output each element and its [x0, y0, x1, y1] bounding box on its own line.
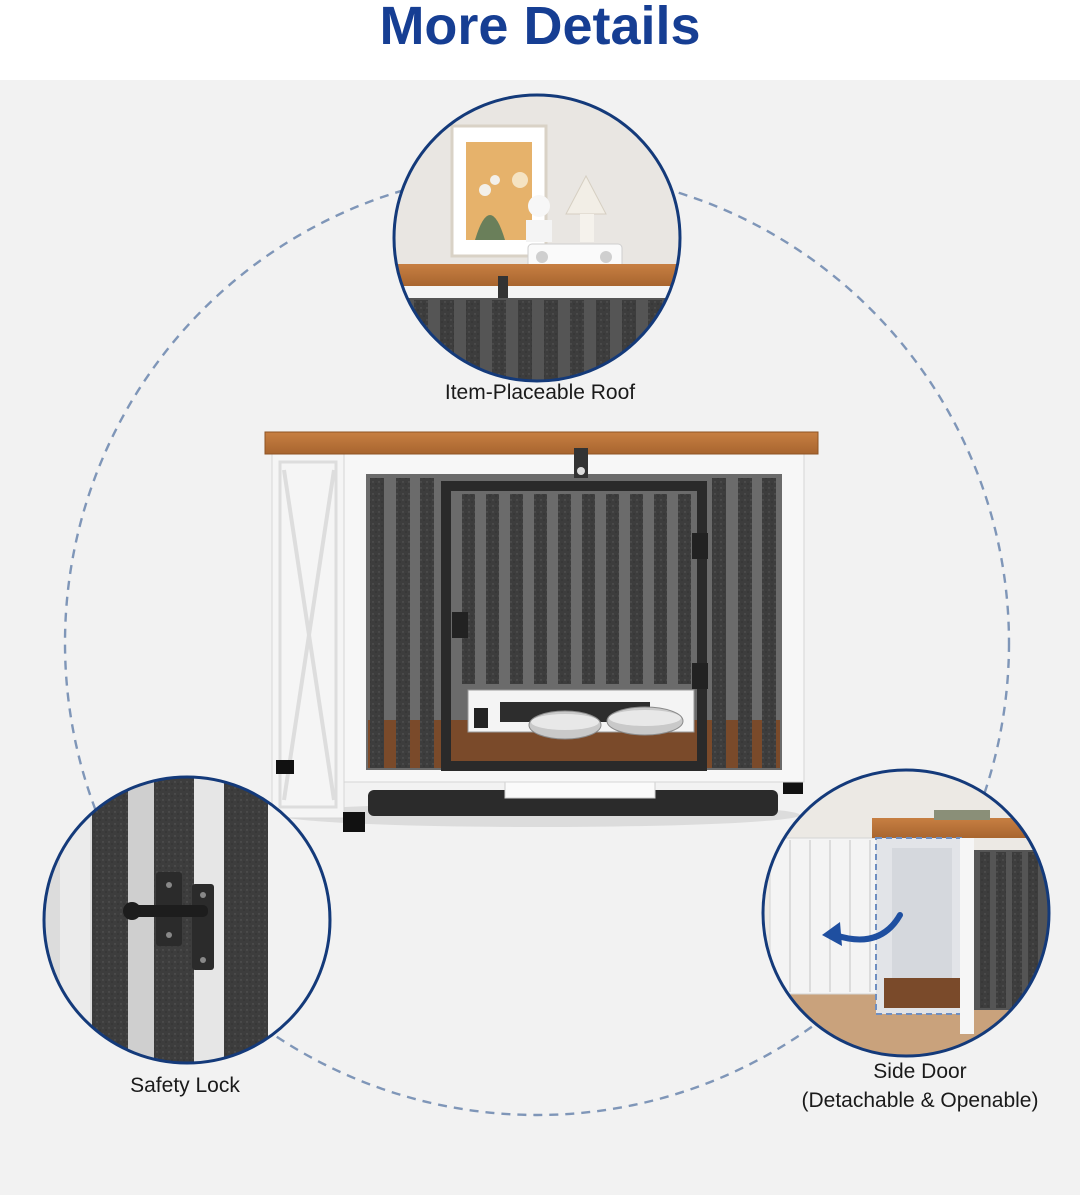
side-door-label-line1: Side Door	[873, 1060, 967, 1083]
page-title: More Details	[379, 0, 701, 56]
side-door-label-line2: (Detachable & Openable)	[801, 1089, 1039, 1112]
side-door-label: Side Door (Detachable & Openable)	[760, 1057, 1080, 1115]
safety-lock-label: Safety Lock	[130, 1074, 240, 1097]
roof-callout-image	[392, 93, 682, 383]
header-bar: More Details	[0, 0, 1080, 80]
dog-crate	[264, 431, 819, 832]
rotate-arrow-icon	[832, 912, 903, 943]
door-callout-image	[761, 768, 1051, 1058]
dashed-guide-ring	[63, 169, 1011, 1117]
roof-label: Item-Placeable Roof	[444, 381, 636, 404]
lock-callout-image	[42, 775, 332, 1065]
